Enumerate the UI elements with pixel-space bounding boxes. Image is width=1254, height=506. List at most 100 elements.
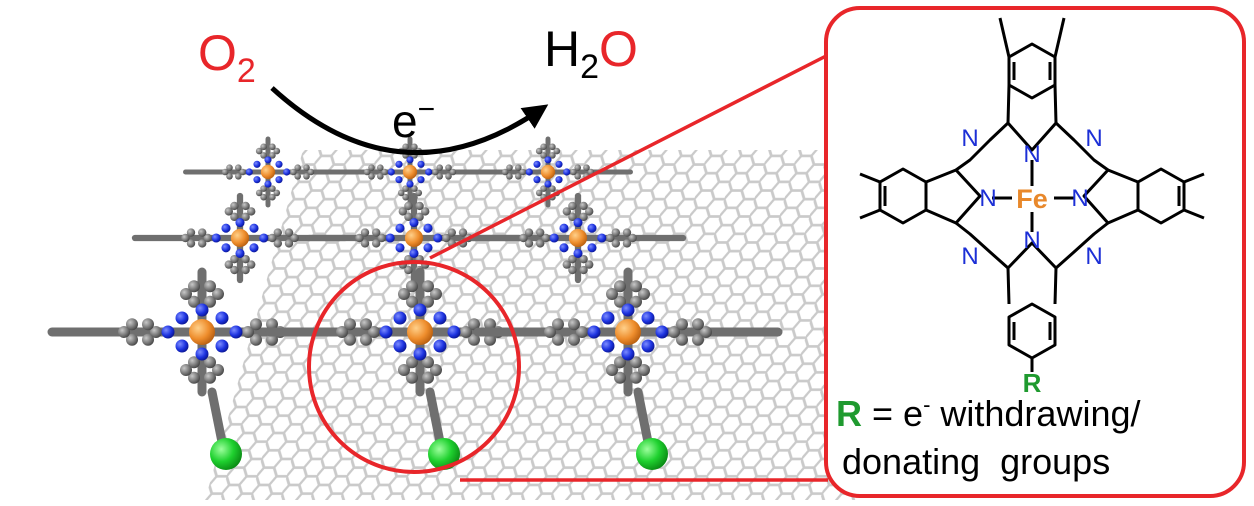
carbon-atom <box>579 254 588 264</box>
nitrogen-atom <box>413 347 427 361</box>
carbon-atom <box>404 265 413 275</box>
carbon-atom <box>273 189 281 197</box>
carbon-atom <box>422 371 434 384</box>
carbon-atom <box>515 164 522 172</box>
carbon-atom <box>402 143 409 151</box>
carbon-atom <box>411 143 418 151</box>
fe-atom-label: Fe <box>1016 184 1048 214</box>
carbon-atom <box>562 207 571 216</box>
nitrogen-atom <box>215 339 229 353</box>
carbon-atom <box>458 228 468 237</box>
carbon-atom <box>360 318 372 331</box>
n-atom-bottom: N <box>1023 227 1040 254</box>
fe-phthalocyanine-structure <box>859 17 1205 372</box>
highlight-circle <box>307 260 521 474</box>
carbon-atom <box>570 168 577 176</box>
nitrogen-atom <box>393 339 407 353</box>
carbon-atom <box>614 371 626 384</box>
carbon-atom <box>404 212 413 222</box>
carbon-atom <box>524 228 534 237</box>
carbon-atom <box>506 164 513 172</box>
nitrogen-atom <box>433 233 443 243</box>
nitrogen-atom <box>417 160 425 168</box>
carbon-atom <box>484 318 496 331</box>
carbon-atom <box>273 147 281 155</box>
carbon-atom <box>579 201 588 211</box>
carbon-atom <box>377 172 384 180</box>
carbon-atom <box>576 326 588 338</box>
carbon-atom <box>676 333 688 346</box>
carbon-atom <box>432 168 439 176</box>
nitrogen-atom <box>587 243 597 253</box>
carbon-atom <box>568 265 577 275</box>
carbon-atom <box>574 164 581 172</box>
carbon-atom <box>235 172 242 180</box>
carbon-atom <box>568 333 580 346</box>
carbon-atom <box>606 288 618 300</box>
carbon-atom <box>549 143 556 151</box>
carbon-atom <box>568 201 577 211</box>
nitrogen-atom <box>161 325 175 339</box>
carbon-atom <box>415 201 424 211</box>
carbon-atom <box>181 233 190 243</box>
nitrogen-atom <box>264 180 272 188</box>
iron-atom <box>189 319 215 345</box>
carbon-atom <box>266 318 278 331</box>
nitrogen-atom <box>621 347 635 361</box>
carbon-atom <box>180 288 192 300</box>
carbon-atom <box>468 333 480 346</box>
n-atom-meso-br: N <box>1085 243 1102 270</box>
carbon-atom <box>585 207 594 216</box>
inset-panel <box>824 6 1246 498</box>
carbon-atom <box>536 228 545 237</box>
nitrogen-atom <box>245 168 253 176</box>
carbon-atom <box>250 333 262 346</box>
carbon-atom <box>449 168 457 176</box>
carbon-atom <box>585 260 594 269</box>
carbon-atom <box>260 143 267 151</box>
carbon-atom <box>230 265 239 275</box>
carbon-atom <box>436 164 444 172</box>
nitrogen-atom <box>253 160 261 168</box>
carbon-atom <box>303 164 310 172</box>
carbon-atom <box>628 233 637 243</box>
nitrogen-atom <box>563 168 571 176</box>
nitrogen-atom <box>229 325 243 339</box>
carbon-atom <box>294 164 302 172</box>
carbon-atom <box>406 356 418 369</box>
inset-border <box>824 6 1246 498</box>
iron-atom <box>615 319 641 345</box>
carbon-atom <box>235 164 242 172</box>
carbon-atom <box>568 212 577 222</box>
carbon-atom <box>212 288 224 300</box>
carbon-atom <box>230 254 239 264</box>
nitrogen-atom <box>215 311 229 325</box>
nitrogen-atom <box>555 160 563 168</box>
carbon-atom <box>360 228 370 237</box>
nitrogen-atom <box>211 233 221 243</box>
carbon-atom <box>204 356 216 369</box>
carbon-atom <box>126 318 138 331</box>
carbon-atom <box>368 164 375 172</box>
electron-label: e− <box>392 93 435 147</box>
nitrogen-atom <box>275 176 283 184</box>
carbon-atom <box>230 212 239 222</box>
carbon-atom <box>180 364 192 376</box>
carbon-atom <box>606 233 615 243</box>
carbon-atom <box>198 228 207 237</box>
carbon-atom <box>307 168 315 176</box>
carbon-atom <box>668 326 680 338</box>
carbon-atom <box>255 147 263 155</box>
carbon-atom <box>692 333 704 346</box>
carbon-atom <box>360 333 372 346</box>
carbon-atom <box>402 185 409 192</box>
nitrogen-atom <box>641 339 655 353</box>
nitrogen-atom <box>433 339 447 353</box>
carbon-atom <box>355 233 364 243</box>
carbon-atom <box>406 295 418 308</box>
carbon-atom <box>614 356 626 369</box>
nitrogen-atom <box>409 248 419 258</box>
carbon-atom <box>445 172 452 180</box>
carbon-atom <box>203 233 212 243</box>
carbon-atom <box>611 228 620 237</box>
